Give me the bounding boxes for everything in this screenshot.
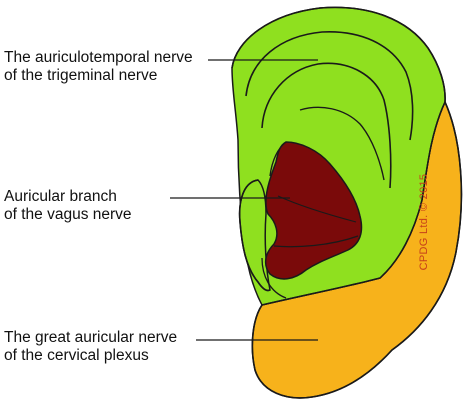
label-vagus-line1: Auricular branch xyxy=(4,188,117,205)
vagus-region xyxy=(264,141,363,280)
copyright-watermark: CPDG Ltd. © 2015 xyxy=(418,173,430,271)
lobe-boundary-contour xyxy=(261,199,423,306)
rim-boundary-contour xyxy=(421,101,446,201)
helix-outer-contour xyxy=(231,6,446,103)
concha-lower-contour xyxy=(273,235,359,248)
label-auriculotemporal-nerve: The auriculotemporal nerve of the trigem… xyxy=(4,49,193,85)
antihelix-contour xyxy=(261,62,392,189)
concha-mid-contour xyxy=(277,195,357,223)
label-vagus-nerve: Auricular branch of the vagus nerve xyxy=(4,188,132,224)
label-auriculotemporal-line2: of the trigeminal nerve xyxy=(4,67,158,84)
concha-upper-contour xyxy=(269,141,287,177)
tragus-outline xyxy=(238,179,271,292)
helix-inner-contour xyxy=(245,31,414,141)
label-great-auricular-line2: of the cervical plexus xyxy=(4,347,149,364)
tragus xyxy=(238,179,271,292)
antihelix-crus-contour xyxy=(299,106,385,181)
label-vagus-line2: of the vagus nerve xyxy=(4,206,132,223)
antitragus-contour xyxy=(261,257,287,299)
label-auriculotemporal-line1: The auriculotemporal nerve xyxy=(4,49,193,66)
lobe-outline xyxy=(251,101,463,399)
label-great-auricular-nerve: The great auricular nerve of the cervica… xyxy=(4,329,177,365)
label-great-auricular-line1: The great auricular nerve xyxy=(4,329,178,346)
